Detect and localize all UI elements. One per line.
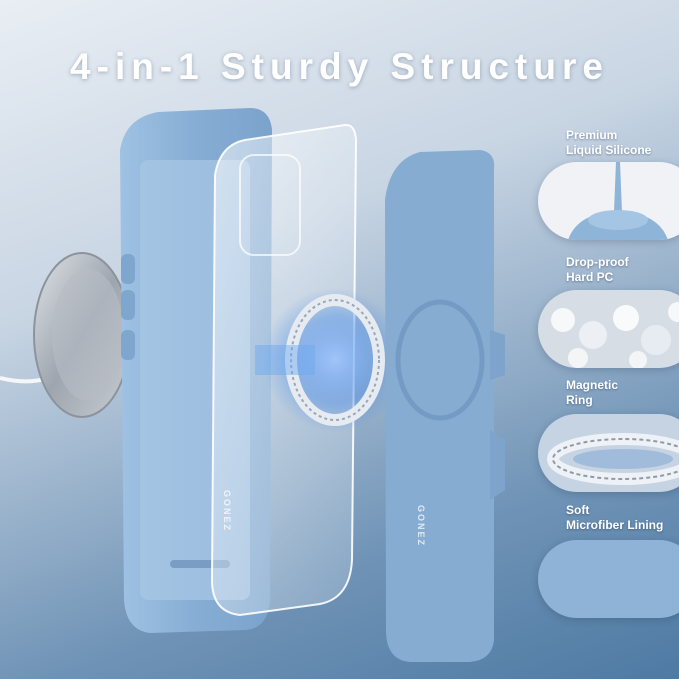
swatch-hard-pc (538, 290, 679, 368)
brand-mark-lining: GONEZ (416, 505, 426, 548)
brand-mark-pc: GONEZ (222, 490, 232, 533)
swatch-microfiber (538, 540, 679, 618)
headline: 4-in-1 Sturdy Structure (70, 46, 609, 87)
swatch-magnetic-ring (538, 414, 679, 492)
feature-label-silicone: Premium Liquid Silicone (566, 128, 652, 157)
feature-label-microfiber: Soft Microfiber Lining (566, 503, 664, 532)
microfiber-lining (385, 150, 495, 662)
swatch-liquid-silicone (538, 162, 679, 240)
feature-label-hard-pc: Drop-proof Hard PC (566, 255, 629, 284)
feature-label-magnetic: Magnetic Ring (566, 378, 619, 407)
